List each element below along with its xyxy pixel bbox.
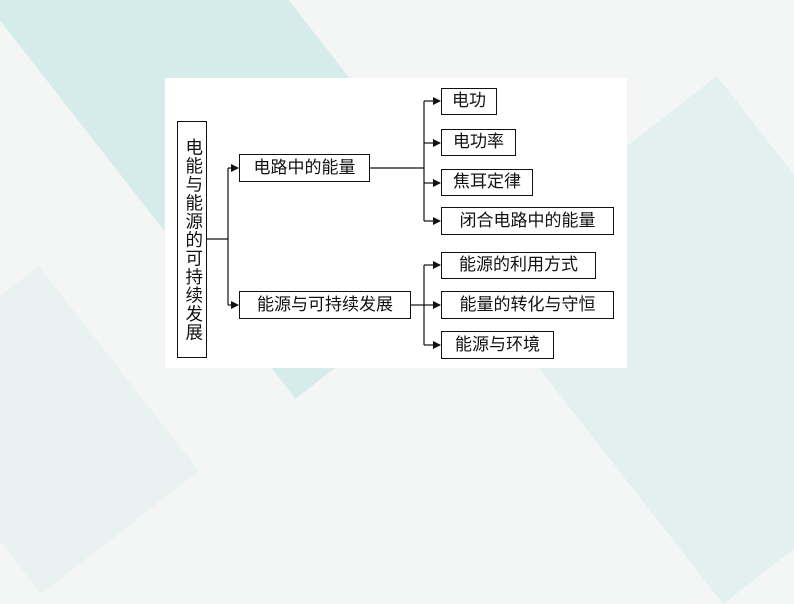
branch-node-circuit-energy: 电路中的能量 [239,154,370,182]
leaf-node-energy-use-methods: 能源的利用方式 [441,252,596,279]
branch-node-energy-sustainability: 能源与可持续发展 [239,291,411,319]
leaf-node-electric-power: 电功率 [441,129,516,156]
root-node: 电能与能源的可持续发展 [177,121,207,358]
leaf-node-energy-conservation: 能量的转化与守恒 [441,291,614,319]
leaf-node-energy-environment: 能源与环境 [441,331,554,359]
diagram-connectors [207,97,441,349]
leaf-node-closed-circuit-energy: 闭合电路中的能量 [441,207,614,235]
leaf-node-joule-law: 焦耳定律 [441,169,533,196]
leaf-node-electric-work: 电功 [441,88,497,115]
